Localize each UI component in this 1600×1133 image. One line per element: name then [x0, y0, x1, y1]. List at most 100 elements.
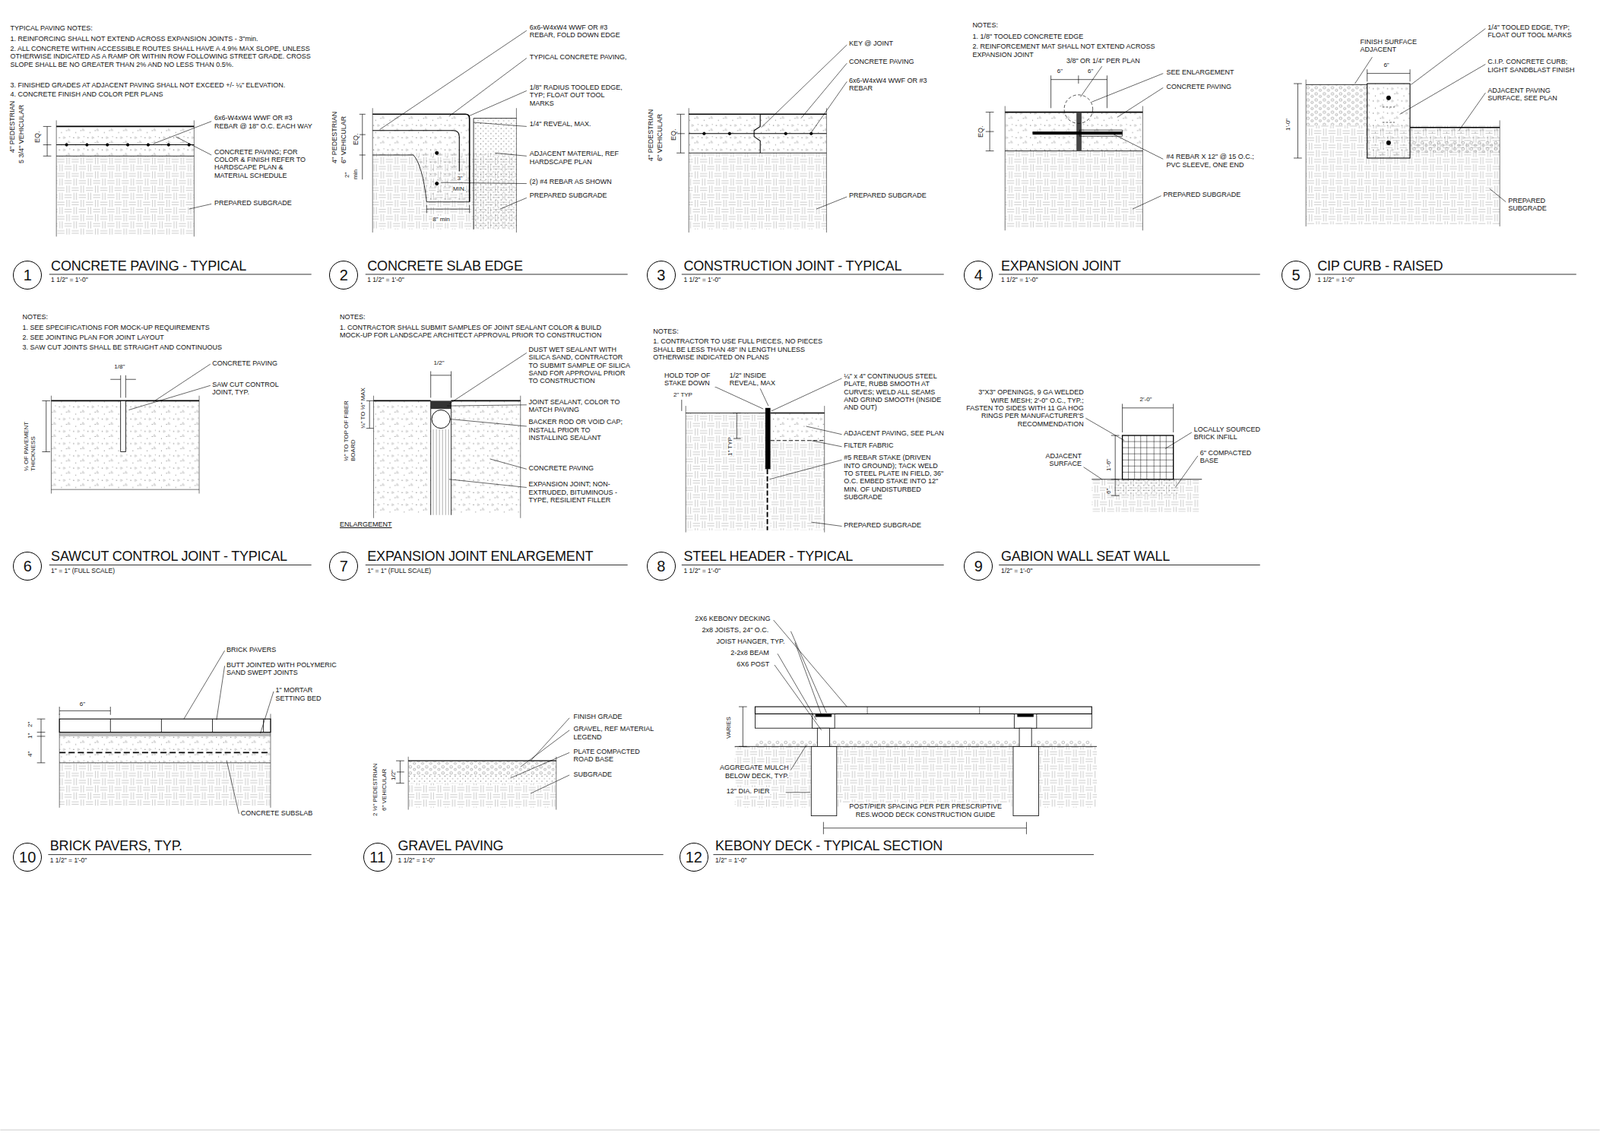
curb-section [1367, 69, 1410, 82]
detail-number: 11 [369, 849, 386, 865]
brick-paver-section [110, 719, 263, 732]
curb-section [1367, 83, 1410, 159]
curb-section [1409, 126, 1500, 128]
dimension-text: EQ. [976, 126, 985, 139]
construction-joint-section [688, 152, 827, 154]
callout-note: 1" = 1" (FULL SCALE) [50, 567, 115, 576]
dimension-text: 4" PEDESTRIAN [330, 111, 339, 164]
sawcut-section [120, 400, 127, 452]
detail-title: CONCRETE SLAB EDGE [367, 258, 523, 275]
deck-section [735, 620, 1097, 835]
detail-number-circle: 10 [12, 842, 42, 872]
deck-section [823, 822, 1027, 835]
callout-note: NOTES: [339, 313, 366, 321]
callout-note: ADJACENT SURFACE [1020, 452, 1082, 469]
steel-header-section [770, 441, 825, 531]
callout-note: 12" DIA. PIER [726, 787, 770, 796]
deck-section [754, 740, 1092, 747]
steel-header-section [765, 408, 771, 470]
callout-note: CONCRETE PAVING [1165, 82, 1232, 91]
dimension-text: EQ. [33, 130, 42, 143]
callout-note: 1. REINFORCING SHALL NOT EXTEND ACROSS E… [9, 34, 258, 43]
steel-header-section [770, 413, 825, 441]
detail-title: EXPANSION JOINT [1001, 258, 1122, 275]
callout-note: 6" [1383, 61, 1389, 69]
construction-joint-section [688, 114, 827, 153]
callout-note: 8" min [432, 215, 450, 223]
callout-note: PREPARED SUBGRADE [214, 199, 292, 207]
dimension-text: 2" [26, 722, 34, 728]
callout-note: NOTES: [972, 21, 999, 29]
steel-header-section [712, 378, 842, 527]
brick-paver-section [59, 763, 271, 806]
detail-title: BRICK PAVERS, TYP. [50, 838, 183, 855]
expansion-joint-enlargement [430, 400, 452, 409]
expansion-joint-enlargement [365, 352, 527, 518]
detail-title: KEBONY DECK - TYPICAL SECTION [715, 838, 943, 855]
detail-number: 9 [974, 558, 983, 574]
slab-edge-section [359, 30, 527, 233]
callout-note: DUST WET SEALANT WITH SILICA SAND, CONTR… [528, 345, 631, 386]
brick-paver-section [59, 736, 271, 764]
brick-paver-section [37, 719, 46, 764]
expansion-joint-section [985, 66, 1164, 231]
callout-note: 4. CONCRETE FINISH AND COLOR PER PLANS [9, 90, 163, 99]
sawcut-section [41, 364, 210, 494]
callout-note: ADJACENT MATERIAL, REF HARDSCAPE PLAN [529, 149, 628, 166]
detail-title: CONSTRUCTION JOINT - TYPICAL [683, 258, 902, 275]
callout-note: CONCRETE PAVING; FOR COLOR & FINISH REFE… [214, 148, 317, 180]
steel-header-section [685, 412, 766, 414]
detail-number-circle: 3 [646, 260, 676, 290]
brick-paver-section [59, 706, 111, 716]
deck-section [1013, 746, 1040, 816]
dimension-text: 6" VEHICULAR [380, 769, 388, 812]
callout-note: 1 1/2" = 1'-0" [50, 857, 88, 865]
paving-section [126, 143, 129, 146]
deck-section [815, 713, 832, 717]
detail-title: SAWCUT CONTROL JOINT - TYPICAL [50, 548, 288, 565]
callout-note: 1 1/2" = 1'-0" [683, 276, 721, 285]
dimension-text: EQ. [669, 129, 678, 142]
paving-section [153, 121, 212, 210]
dimension-text: 2" [343, 171, 351, 178]
dimension-text: 1'-0" [1284, 118, 1292, 131]
callout-note: 1" = 1" (FULL SCALE) [367, 567, 431, 576]
brick-paver-section [59, 732, 271, 737]
dimension-text: ½" TO TOP OF FIBER BOARD [342, 399, 357, 462]
title-underlines [0, 1129, 1600, 1131]
callout-note: SEE ENLARGEMENT [1165, 68, 1234, 77]
detail-number-circle: 5 [1281, 260, 1311, 290]
dimension-text: 4" PEDESTRIAN [646, 109, 655, 162]
construction-joint-section [676, 44, 847, 233]
gabion-wall-section [1083, 403, 1203, 512]
dimension-text: 1" [26, 733, 34, 739]
expansion-joint-enlargement [373, 400, 431, 515]
callout-note: #5 REBAR STAKE (DRIVEN INTO GROUND); TAC… [843, 453, 946, 501]
title-underlines [47, 854, 1094, 856]
callout-note: FINISH GRADE [573, 712, 622, 721]
expansion-joint-enlargement [365, 400, 374, 428]
slab-edge-section [435, 181, 439, 185]
detail-number: 4 [974, 267, 983, 283]
curb-section [1386, 95, 1391, 100]
slab-edge-section [359, 114, 366, 180]
dimension-text: 6" [1105, 487, 1113, 494]
callout-note: 6" [79, 700, 86, 708]
callout-note: 1/4" REVEAL, MAX. [529, 120, 592, 128]
steel-header-section [732, 413, 742, 440]
callout-note: CONCRETE PAVING [528, 464, 594, 473]
callout-note: LOCALLY SOURCED BRICK INFILL [1194, 425, 1266, 442]
paving-section [65, 143, 68, 146]
expansion-joint-enlargement [431, 409, 450, 428]
steel-header-section [681, 378, 843, 533]
expansion-joint-section [1004, 151, 1143, 229]
gabion-wall-section [1091, 479, 1199, 513]
callout-note: 1/8" [114, 363, 125, 371]
dimension-text: 6" VEHICULAR [655, 114, 664, 162]
brick-paver-section [59, 762, 271, 764]
callout-note: 1/2" = 1'-0" [1001, 567, 1033, 576]
callout-note: PREPARED SUBGRADE [1162, 190, 1241, 199]
detail-number-circle: 7 [329, 551, 359, 581]
callout-note: SAW CUT CONTROL JOINT, TYP. [212, 380, 299, 397]
sawcut-section [110, 375, 137, 399]
